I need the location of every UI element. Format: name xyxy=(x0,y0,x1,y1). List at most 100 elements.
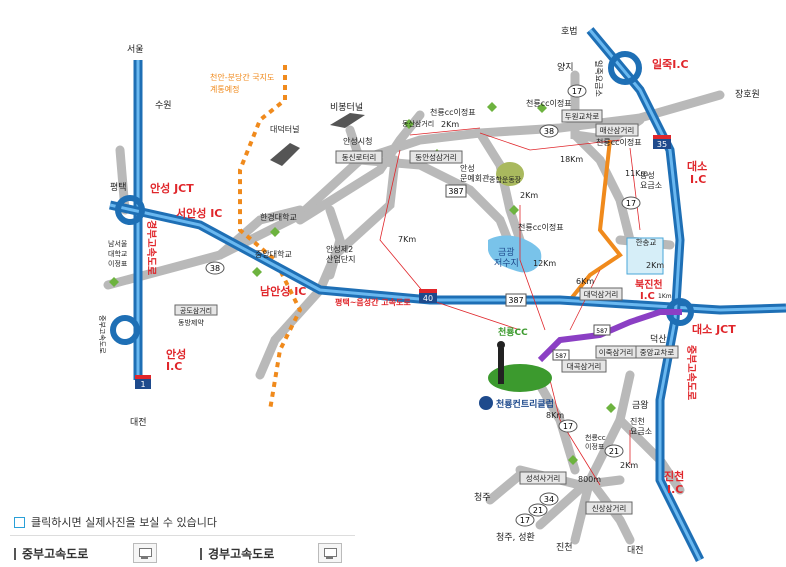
box-hansong: 한송교 xyxy=(636,238,657,247)
label-sanup-1: 안성제2 xyxy=(326,244,353,254)
route-587a: 587 xyxy=(596,328,608,335)
label-namseoul-3: 이정표 xyxy=(108,259,128,268)
label-cheonryong-cc: 천룡CC xyxy=(498,327,528,338)
label-dongsan-toll-2: 요금소 xyxy=(640,181,662,190)
planned-road xyxy=(238,65,303,411)
label-jincheon-toll-1: 진천 xyxy=(630,416,645,426)
sports-field xyxy=(496,162,524,186)
tunnel-icons xyxy=(270,113,365,166)
label-cheonan-1: 천안-분당간 국지도 xyxy=(210,72,274,82)
local-roads xyxy=(103,70,725,545)
route-387b: 387 xyxy=(508,296,523,305)
box-maesan: 매산삼거리 xyxy=(600,125,635,135)
label-anseong-city: 안성시청 xyxy=(343,136,372,146)
label-munhwa-2: 문예회관 xyxy=(460,173,490,183)
dist-1km: 1Km xyxy=(658,293,672,300)
label-bukjincheon-1: 북진천 xyxy=(635,278,663,291)
route-ovals: 17 38 38 17 17 21 34 21 17 xyxy=(205,84,641,527)
place-labels: 서울 수원 평택 호법 장호원 양지 천안-분당간 국지도 계통예정 비봉터널 … xyxy=(108,26,760,556)
dist-11km: 11Km xyxy=(625,169,648,178)
route-38a: 38 xyxy=(544,127,554,136)
label-daeso-jct: 대소 JCT xyxy=(692,322,736,336)
label-yangji: 양지 xyxy=(557,62,574,73)
label-suwon: 수원 xyxy=(155,100,172,111)
label-pyeongtaek: 평택 xyxy=(110,182,127,193)
tab-gyeongbu[interactable]: 경부고속도로 xyxy=(200,545,274,562)
label-jungbu: 중부고속도로 xyxy=(685,345,697,400)
label-munhwa-1: 안성 xyxy=(460,163,475,173)
highway-shield-1: 1 xyxy=(135,375,151,389)
label-dukshan: 덕산 xyxy=(650,334,667,345)
sign-cc-a: 천룡cc이정표 xyxy=(430,107,476,117)
divider xyxy=(10,535,355,536)
highway-shield-35: 35 xyxy=(653,135,671,149)
photo-hint: 클릭하시면 실제사진을 보실 수 있습니다 xyxy=(14,514,217,530)
label-jungbu-side: 중부고속도로 xyxy=(98,315,106,354)
orange-connector xyxy=(568,139,623,302)
route-34: 34 xyxy=(544,495,554,504)
box-daekok: 대곡삼거리 xyxy=(567,361,602,371)
bar-icon xyxy=(14,547,16,560)
label-pyeongtaek-eumseong: 평택~음성간 고속도로 xyxy=(335,297,411,307)
label-daeduk: 대덕터널 xyxy=(270,124,299,134)
sign-labels: 천룡cc이정표 천룡cc이정표 천룡cc이정표 천룡cc이정표 천룡cc 이정표… xyxy=(402,98,642,451)
sign-cc-c: 천룡cc이정표 xyxy=(596,137,642,147)
route-21a: 21 xyxy=(609,447,619,456)
intersection-boxes: 동신로터리 동안성삼거리 두원교차로 매산삼거리 대덕삼거리 한송교 이죽삼거리… xyxy=(174,109,679,515)
distance-labels: 2Km 18Km 11Km 2Km 7Km 12Km 6Km 2Km 1Km 8… xyxy=(398,120,672,484)
label-seoul: 서울 xyxy=(127,44,144,55)
sign-markers xyxy=(109,102,616,465)
golf-icon xyxy=(488,341,552,392)
route-1-label: 1 xyxy=(140,380,145,389)
box-sinsang: 신상삼거리 xyxy=(592,503,627,513)
label-daeso-1: 대소 xyxy=(687,159,707,173)
label-jungang: 중앙대학교 xyxy=(255,249,292,259)
sign-cc-e-1: 천룡cc xyxy=(585,433,606,442)
label-namanseong: 남안성 IC xyxy=(260,284,306,298)
route-21b: 21 xyxy=(533,506,543,515)
dist-7km: 7Km xyxy=(398,235,416,244)
route-17a: 17 xyxy=(572,87,582,96)
tab-jungbu[interactable]: 중부고속도로 xyxy=(14,545,88,562)
label-daeso-2: I.C xyxy=(690,173,706,186)
box-gongdo: 공도삼거리 xyxy=(180,306,212,315)
sign-cc-d: 천룡cc이정표 xyxy=(518,222,564,232)
tab-gyeongbu-label: 경부고속도로 xyxy=(208,547,275,561)
box-dongan: 동안성삼거리 xyxy=(415,152,456,162)
box-chilgok: 대덕삼거리 xyxy=(584,289,619,299)
label-hobeop: 호법 xyxy=(561,26,578,37)
sign-dongsan: 동산삼거리 xyxy=(402,119,434,128)
label-club: 천룡컨트리클럽 xyxy=(496,398,554,410)
route-17d: 17 xyxy=(520,516,530,525)
label-bukjincheon-2: I.C xyxy=(640,291,655,302)
dist-2km-mid: 2Km xyxy=(520,191,538,200)
expressways xyxy=(109,27,786,563)
route-40-label: 40 xyxy=(423,294,433,303)
distance-guides xyxy=(379,127,641,486)
geumgwang-lake xyxy=(488,235,542,273)
label-dongsan-toll-1: 동성 xyxy=(640,171,655,180)
dist-800m: 800m xyxy=(578,475,601,484)
route-387a: 387 xyxy=(448,187,463,196)
label-hankyung: 한경대학교 xyxy=(260,212,297,222)
highway-shield-40: 40 xyxy=(419,289,437,303)
box-seongseok: 성석사거리 xyxy=(526,473,561,483)
label-jangho: 장호원 xyxy=(735,89,760,100)
dist-2km-top: 2Km xyxy=(441,120,459,129)
label-daejeon-e: 대전 xyxy=(627,545,644,556)
label-lake-1: 금광 xyxy=(498,246,515,258)
footer: 클릭하시면 실제사진을 보실 수 있습니다 중부고속도로 경부고속도로 xyxy=(0,505,786,567)
label-geumwang: 금왕 xyxy=(632,400,649,411)
sign-cc-b: 천룡cc이정표 xyxy=(526,98,572,108)
print-gyeongbu-button[interactable] xyxy=(318,543,342,563)
label-cheongju: 청주 xyxy=(474,492,491,503)
label-sanup-2: 산업단지 xyxy=(326,254,355,264)
label-anseong-jct: 안성 JCT xyxy=(150,181,194,195)
print-jungbu-button[interactable] xyxy=(133,543,157,563)
dist-8km: 8Km xyxy=(546,411,564,420)
label-cheongju-seongwhan: 청주, 성환 xyxy=(496,531,535,543)
dist-2km-bottom: 2Km xyxy=(620,461,638,470)
box-dugyo: 두원교차로 xyxy=(565,112,600,121)
route-rect-signs: 387 387 587 587 xyxy=(445,184,611,361)
dist-18km: 18Km xyxy=(560,155,583,164)
